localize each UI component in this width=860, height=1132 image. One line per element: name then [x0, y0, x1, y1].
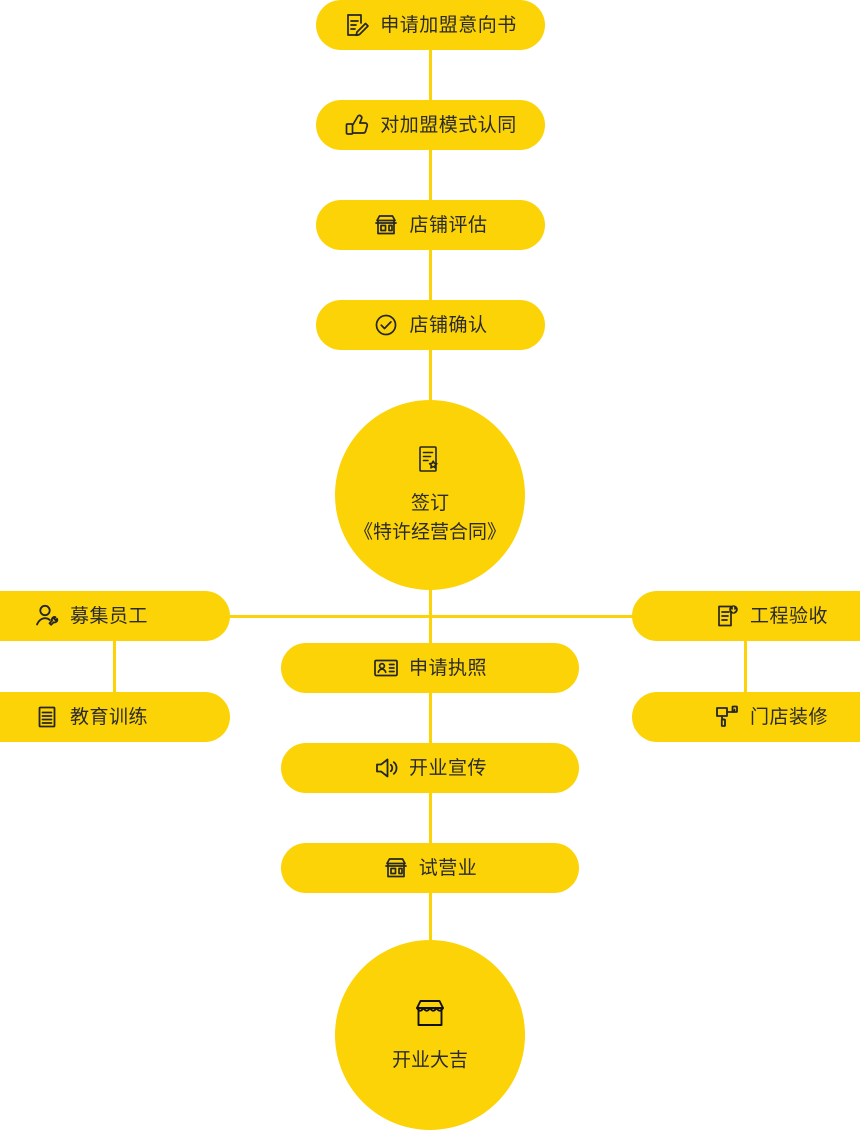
- connector-n11-n12: [429, 792, 432, 843]
- node-grand-opening[interactable]: 开业大吉: [335, 940, 525, 1130]
- node-opening-promotion[interactable]: 开业宣传: [281, 743, 579, 793]
- node-agree-franchise-model[interactable]: 对加盟模式认同: [316, 100, 545, 150]
- connector-spine-right: [428, 615, 634, 618]
- node-label: 申请加盟意向书: [380, 14, 517, 36]
- node-label: 教育训练: [69, 706, 148, 728]
- node-label-line2: 《特许经营合同》: [353, 522, 506, 543]
- node-label-line1: 签订: [410, 492, 449, 514]
- connector-n4-n5: [429, 350, 432, 402]
- document-check-icon: [714, 603, 740, 629]
- node-label: 开业宣传: [408, 757, 487, 779]
- connector-n2-n3: [429, 150, 432, 200]
- node-label: 签订 《特许经营合同》: [354, 489, 506, 548]
- node-label: 开业大吉: [391, 1050, 468, 1072]
- storefront-icon: [373, 212, 399, 238]
- node-store-evaluation[interactable]: 店铺评估: [316, 200, 545, 250]
- shop-awning-icon: [411, 994, 449, 1032]
- node-trial-operation[interactable]: 试营业: [281, 843, 579, 893]
- node-label: 对加盟模式认同: [380, 114, 517, 136]
- id-card-icon: [373, 655, 399, 681]
- node-apply-license[interactable]: 申请执照: [281, 643, 579, 693]
- megaphone-icon: [373, 755, 399, 781]
- node-label: 工程验收: [749, 605, 828, 627]
- node-label: 申请执照: [408, 657, 487, 679]
- node-label: 门店装修: [749, 706, 828, 728]
- contract-seal-icon: [414, 443, 446, 475]
- connector-n6-n7: [113, 640, 116, 692]
- paint-roller-icon: [714, 704, 740, 730]
- storefront-icon: [383, 855, 409, 881]
- node-store-confirmation[interactable]: 店铺确认: [316, 300, 545, 350]
- connector-n8-n9: [744, 640, 747, 692]
- node-recruit-staff[interactable]: 募集员工: [0, 591, 230, 641]
- node-label: 店铺评估: [409, 214, 488, 236]
- node-label: 店铺确认: [409, 314, 488, 336]
- node-store-decoration[interactable]: 门店装修: [632, 692, 860, 742]
- node-construction-acceptance[interactable]: 工程验收: [632, 591, 860, 641]
- document-edit-icon: [344, 12, 370, 38]
- connector-n12-n13: [429, 892, 432, 944]
- person-wrench-icon: [34, 603, 60, 629]
- node-apply-intent-letter[interactable]: 申请加盟意向书: [316, 0, 545, 50]
- thumbs-up-icon: [344, 112, 370, 138]
- check-circle-icon: [373, 312, 399, 338]
- connector-spine-left: [228, 615, 433, 618]
- connector-n1-n2: [429, 50, 432, 100]
- connector-n3-n4: [429, 250, 432, 300]
- node-sign-franchise-contract[interactable]: 签订 《特许经营合同》: [335, 400, 525, 590]
- node-label: 试营业: [418, 857, 478, 879]
- node-label: 募集员工: [69, 605, 148, 627]
- node-education-training[interactable]: 教育训练: [0, 692, 230, 742]
- connector-n10-n11: [429, 692, 432, 743]
- book-lines-icon: [34, 704, 60, 730]
